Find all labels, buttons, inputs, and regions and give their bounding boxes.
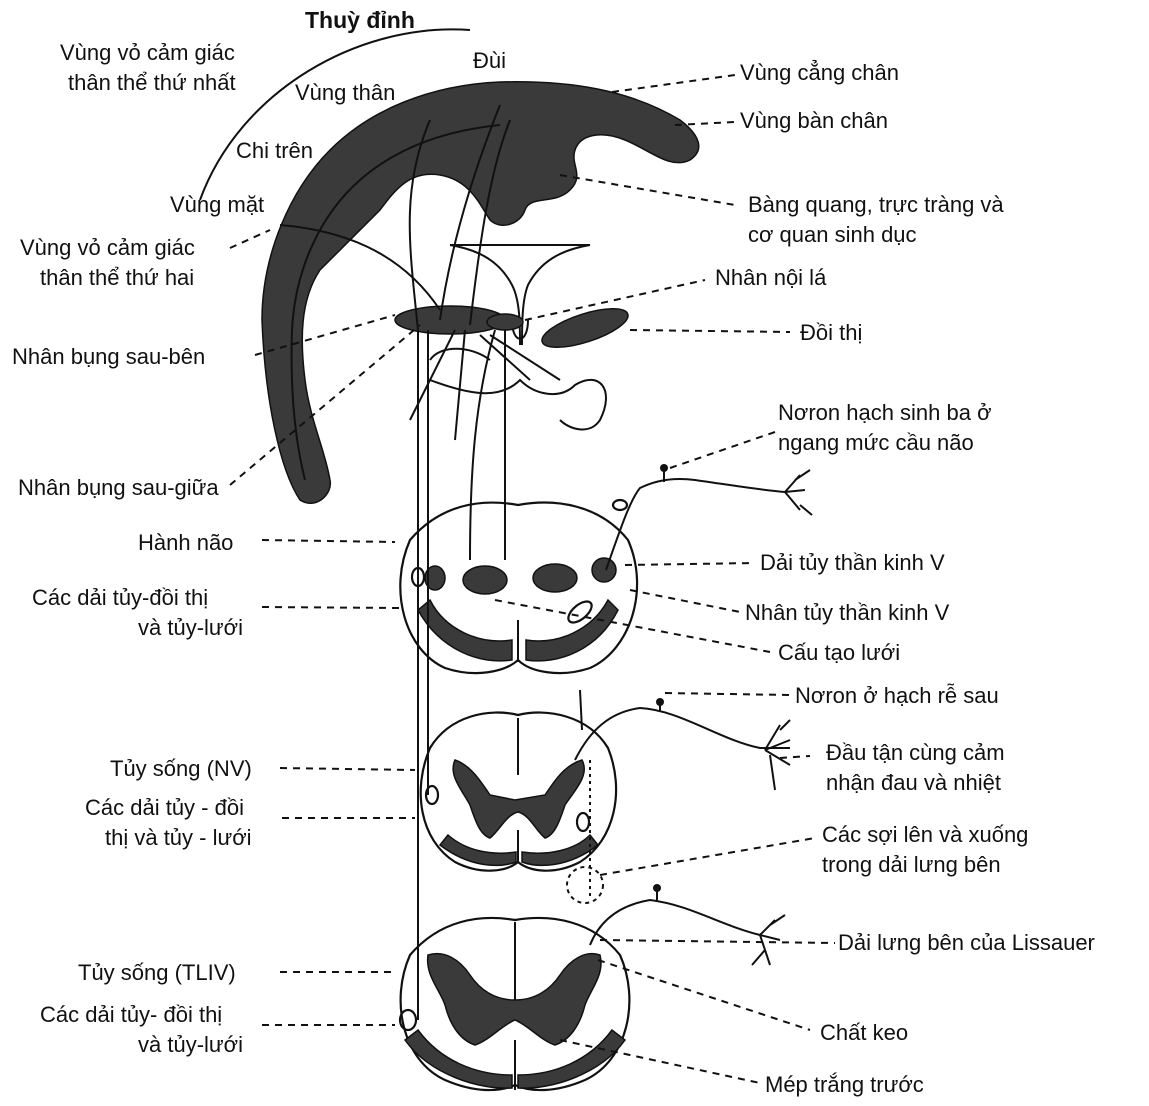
drg-fiber-tliv <box>590 900 760 945</box>
cord-tliv-ventral-band <box>405 1030 512 1088</box>
label-cac-soi-line2: trong dải lưng bên <box>822 852 1001 877</box>
label-cac-dai-3-line2: và tủy-lưới <box>138 1032 243 1057</box>
leader-dai-tuy-v <box>625 563 755 565</box>
label-bang-quang-line2: cơ quan sinh dục <box>748 222 917 247</box>
spinal-cord-nv-section <box>421 713 616 871</box>
label-cac-dai-1-line2: và tủy-lưới <box>138 615 243 640</box>
leader-cac-soi <box>600 838 815 875</box>
reticular-formation-medulla <box>463 566 507 594</box>
tract-thalamus-medial <box>470 330 495 560</box>
leader-cac-dai-1 <box>262 607 400 608</box>
label-dau-tan-cung-line1: Đầu tận cùng cảm <box>826 740 1005 765</box>
label-dau-tan-cung-line2: nhận đau và nhiệt <box>826 770 1001 795</box>
peripheral-neurons <box>567 464 812 965</box>
intralaminar-nucleus <box>487 314 523 330</box>
label-dai-lung-ben-lissauer: Dải lưng bên của Lissauer <box>838 930 1095 955</box>
label-nhan-bung-sau-giua: Nhân bụng sau-giữa <box>18 475 219 500</box>
label-tuy-song-nv: Tủy sống (NV) <box>110 756 252 781</box>
label-noron-hach-re-sau: Nơron ở hạch rễ sau <box>795 683 999 708</box>
spinal-nucleus-v <box>533 564 577 592</box>
leader-doi-thi <box>630 330 790 332</box>
label-nhan-bung-sau-ben: Nhân bụng sau-bên <box>12 344 205 369</box>
leader-tuy-song-nv <box>280 768 415 770</box>
drg-endings-nv <box>765 720 790 790</box>
drg-fiber-nv <box>575 708 790 760</box>
tract-fan-1 <box>410 330 455 420</box>
thalamus-right <box>538 301 632 355</box>
leader-bang-quang <box>560 175 735 205</box>
label-hanh-nao: Hành não <box>138 530 233 555</box>
basal-outline-left <box>430 349 490 360</box>
label-nhan-noi-la: Nhân nội lá <box>715 265 827 290</box>
label-vung-ban-chan: Vùng bàn chân <box>740 108 888 133</box>
leader-vung-vo-2 <box>230 230 270 248</box>
leader-nhan-tuy-v <box>630 590 740 612</box>
leader-cang-chan <box>612 75 735 92</box>
label-chi-tren: Chi trên <box>236 138 313 163</box>
label-cac-dai-2-line2: thị và tủy - lưới <box>105 825 252 850</box>
label-vung-cang-chan: Vùng cẳng chân <box>740 60 899 85</box>
label-dui: Đùi <box>473 48 506 73</box>
label-vung-vo-2-line1: Vùng vỏ cảm giác <box>20 235 195 260</box>
label-cac-soi-line1: Các sợi lên và xuống <box>822 822 1028 847</box>
leader-hanh-nao <box>262 540 395 542</box>
label-cac-dai-1-line1: Các dải tủy-đồi thị <box>32 585 208 610</box>
leader-dau-tan-cung <box>780 756 810 758</box>
cord-nv-ventral-band-r <box>522 835 598 865</box>
label-chat-keo: Chất keo <box>820 1020 908 1045</box>
lissauer-dashed-loop <box>567 867 603 903</box>
label-cau-tao-luoi: Cấu tạo lưới <box>778 640 900 665</box>
label-noron-sinh-ba-line1: Nơron hạch sinh ba ở <box>778 400 992 425</box>
leader-noron-re-sau <box>665 693 790 695</box>
label-nhan-tuy-than-kinh-v: Nhân tủy thần kinh V <box>745 600 950 625</box>
medulla-ventral-band <box>418 600 512 661</box>
drg-endings-tliv <box>752 915 785 965</box>
drg-top-fiber <box>580 690 582 730</box>
trigeminal-endings <box>785 470 812 515</box>
label-cac-dai-2-line1: Các dải tủy - đồi <box>85 795 244 820</box>
cord-nv-tract-right <box>577 813 589 831</box>
label-tuy-song-tliv: Tủy sống (TLIV) <box>78 960 236 985</box>
label-cac-dai-3-line1: Các dải tủy- đồi thị <box>40 1002 222 1027</box>
label-bang-quang-line1: Bàng quang, trực tràng và <box>748 192 1004 217</box>
label-doi-thi: Đồi thị <box>800 320 862 345</box>
trigeminal-ganglion-oval <box>613 500 627 510</box>
medulla-section <box>400 503 637 673</box>
label-mep-trang-truoc: Mép trắng trước <box>765 1072 924 1097</box>
label-dai-tuy-than-kinh-v: Dải tủy thần kinh V <box>760 550 945 575</box>
leader-lissauer <box>600 940 835 943</box>
label-vung-than: Vùng thân <box>295 80 395 105</box>
label-thuy-dinh: Thuỳ đỉnh <box>305 7 415 33</box>
spinal-cord-tliv-section <box>400 918 629 1090</box>
label-noron-sinh-ba-line2: ngang mức cầu não <box>778 430 974 455</box>
cord-tliv-ventral-band-r <box>518 1030 625 1088</box>
label-vung-mat: Vùng mặt <box>170 192 264 217</box>
spinal-tract-v <box>592 558 616 582</box>
tract-fan-2 <box>455 330 465 440</box>
label-vung-vo-2-line2: thân thể thứ hai <box>40 265 194 290</box>
cortex-band <box>262 82 699 503</box>
label-vung-vo-1-line1: Vùng vỏ cảm giác <box>60 40 235 65</box>
label-vung-vo-1-line2: thân thể thứ nhất <box>68 70 236 95</box>
leader-noron-sinh-ba <box>670 432 775 468</box>
